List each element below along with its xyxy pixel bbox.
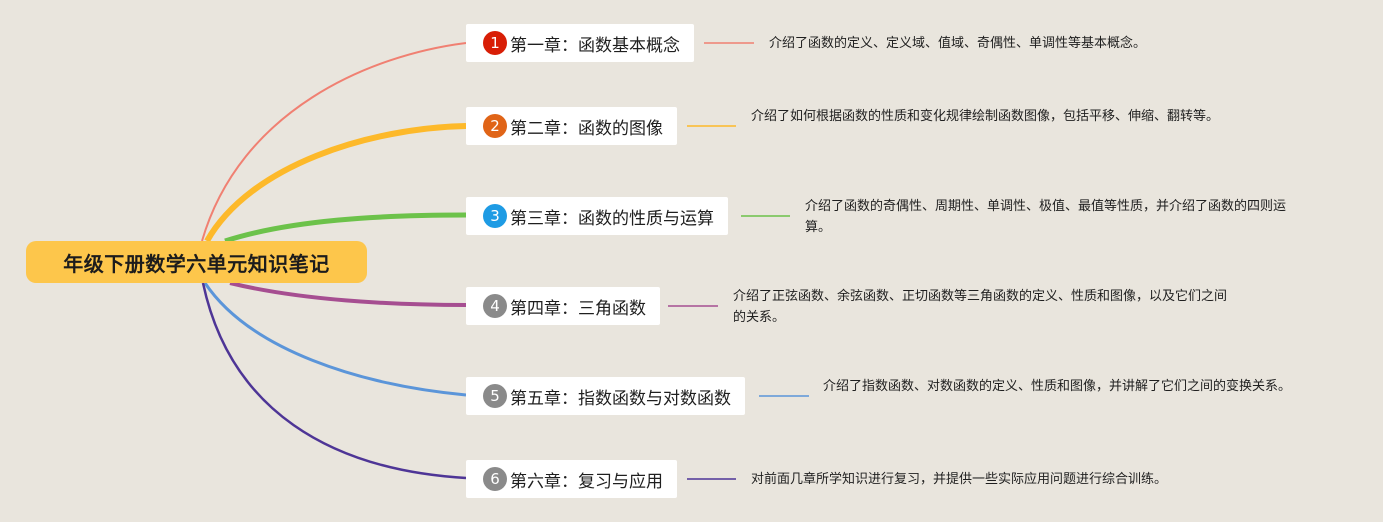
branch-line-6: [201, 282, 467, 480]
chapter-title: 第五章：指数函数与对数函数: [510, 388, 731, 409]
chapter-node-5[interactable]: 5 第五章：指数函数与对数函数: [466, 377, 745, 415]
number-badge-icon: 4: [483, 294, 507, 318]
root-topic[interactable]: 年级下册数学六单元知识笔记: [26, 241, 367, 283]
branch-line-1: [201, 42, 467, 242]
number-badge-icon: 3: [483, 204, 507, 228]
chapter-title: 第四章：三角函数: [510, 298, 646, 319]
chapter-note-3[interactable]: 介绍了函数的奇偶性、周期性、单调性、极值、最值等性质，并介绍了函数的四则运算。: [805, 199, 1287, 235]
chapter-note-6[interactable]: 对前面几章所学知识进行复习，并提供一些实际应用问题进行综合训练。: [751, 472, 1168, 487]
chapter-node-6[interactable]: 6 第六章：复习与应用: [466, 460, 677, 498]
chapter-note-2[interactable]: 介绍了如何根据函数的性质和变化规律绘制函数图像，包括平移、伸缩、翻转等。: [751, 109, 1220, 124]
chapter-note-5[interactable]: 介绍了指数函数、对数函数的定义、性质和图像，并讲解了它们之间的变换关系。: [823, 379, 1292, 394]
number-badge-icon: 6: [483, 467, 507, 491]
chapter-title: 第三章：函数的性质与运算: [510, 208, 714, 229]
chapter-node-3[interactable]: 3 第三章：函数的性质与运算: [466, 197, 728, 235]
chapter-title: 第二章：函数的图像: [510, 118, 663, 139]
branch-line-2: [204, 123, 467, 243]
branch-line-5: [203, 282, 467, 397]
chapter-node-1[interactable]: 1 第一章：函数基本概念: [466, 24, 694, 62]
number-badge-icon: 5: [483, 384, 507, 408]
chapter-node-2[interactable]: 2 第二章：函数的图像: [466, 107, 677, 145]
chapter-note-1[interactable]: 介绍了函数的定义、定义域、值域、奇偶性、单调性等基本概念。: [769, 36, 1147, 51]
branch-line-4: [229, 281, 467, 307]
number-badge-icon: 2: [483, 114, 507, 138]
number-badge-icon: 1: [483, 31, 507, 55]
chapter-node-4[interactable]: 4 第四章：三角函数: [466, 287, 660, 325]
chapter-title: 第六章：复习与应用: [510, 471, 663, 492]
chapter-title: 第一章：函数基本概念: [510, 35, 680, 56]
branch-line-3: [224, 212, 467, 244]
chapter-note-4[interactable]: 介绍了正弦函数、余弦函数、正切函数等三角函数的定义、性质和图像，以及它们之间的关…: [733, 289, 1228, 325]
